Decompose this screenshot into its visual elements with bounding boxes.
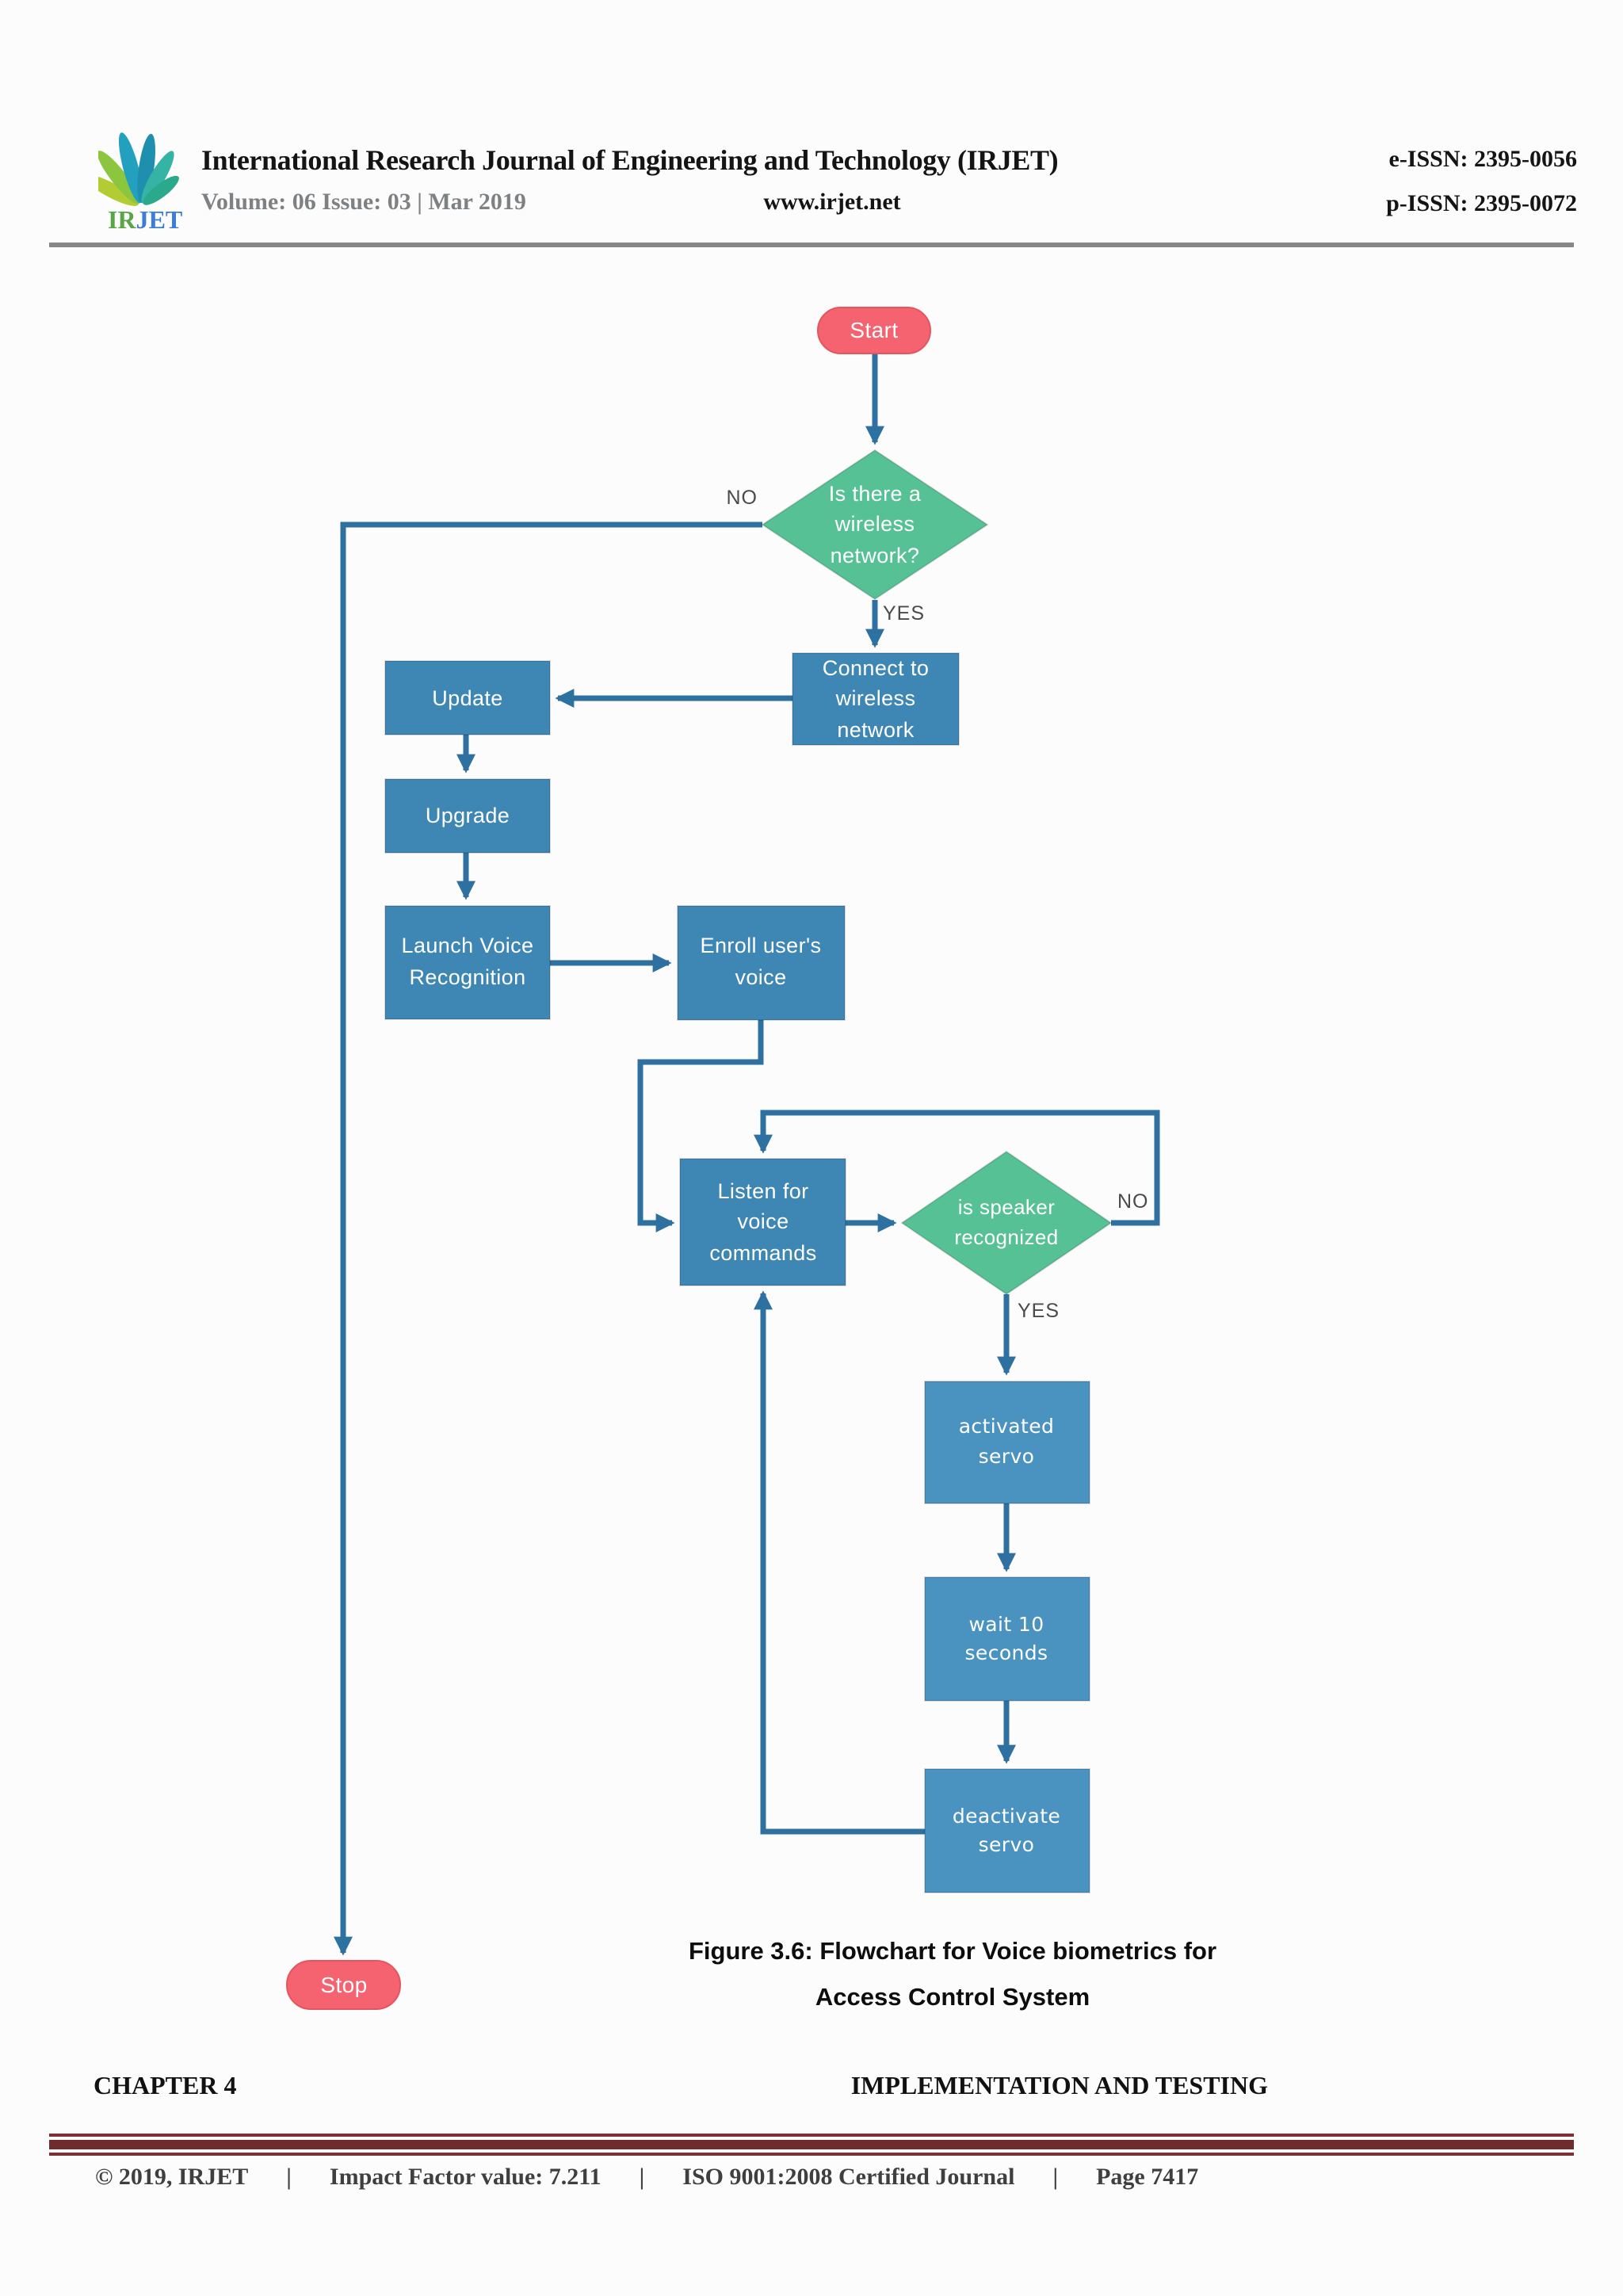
figure-caption: Figure 3.6: Flowchart for Voice biometri…	[477, 1931, 1428, 2022]
upgrade-node-shape	[384, 778, 551, 854]
volume-issue: Volume: 06 Issue: 03 | Mar 2019	[201, 190, 526, 216]
footer-copyright: © 2019, IRJET	[95, 2165, 249, 2191]
flowchart-edges	[334, 353, 1160, 1956]
listen-node-label: Listen for voice commands	[709, 1179, 817, 1265]
enroll-node-shape	[677, 905, 846, 1021]
listen-node-shape	[679, 1158, 846, 1286]
footer-separator: |	[286, 2165, 292, 2191]
edge-label-no-wireless: NO	[726, 487, 758, 509]
upgrade-node-label: Upgrade	[425, 803, 510, 827]
connect-node-label: Connect to wireless network	[822, 655, 930, 742]
section-heading: IMPLEMENTATION AND TESTING	[850, 2073, 1268, 2100]
e-issn: e-ISSN: 2395-0056	[1388, 147, 1578, 173]
header-divider	[49, 243, 1574, 247]
update-node-shape	[384, 660, 551, 735]
footer: © 2019, IRJET | Impact Factor value: 7.2…	[95, 2165, 1198, 2192]
deactivate-node-shape	[924, 1768, 1090, 1893]
wireless-check-label: Is there a wireless network?	[828, 481, 922, 567]
journal-website-link[interactable]: www.irjet.net	[763, 190, 901, 216]
logo-leaves	[98, 132, 179, 206]
logo-text: IRJET	[108, 205, 182, 234]
start-node-shape	[817, 307, 931, 354]
footer-separator: |	[1052, 2165, 1059, 2191]
activate-node-label: activated servo	[958, 1414, 1055, 1467]
figure-caption-line1: Figure 3.6: Flowchart for Voice biometri…	[688, 1939, 1217, 1966]
edge-enroll-to-listen	[637, 1020, 764, 1232]
footer-iso: ISO 9001:2008 Certified Journal	[682, 2165, 1015, 2191]
launch-node-shape	[384, 905, 551, 1020]
stop-node-shape	[286, 1960, 401, 2010]
start-node-label: Start	[850, 317, 899, 343]
edge-label-yes-speaker: YES	[1018, 1300, 1060, 1322]
irjet-logo: IRJET	[98, 132, 182, 234]
footer-separator: |	[639, 2165, 645, 2191]
speaker-check-diamond	[900, 1150, 1113, 1296]
connect-node-shape	[792, 652, 960, 746]
footer-page-number: Page 7417	[1096, 2165, 1199, 2191]
chapter-label: CHAPTER 4	[94, 2073, 237, 2100]
edge-wireless-no-to-stop	[334, 521, 762, 1956]
speaker-check-label: is speaker recognized	[954, 1194, 1059, 1248]
stop-node-label: Stop	[320, 1971, 368, 1997]
activate-node-shape	[924, 1381, 1090, 1504]
footer-impact-factor: Impact Factor value: 7.211	[329, 2165, 601, 2191]
edge-speaker-no-loop	[754, 1110, 1160, 1226]
figure-caption-line2: Access Control System	[815, 1984, 1090, 2011]
launch-node-label: Launch Voice Recognition	[401, 934, 534, 989]
deactivate-node-label: deactivate servo	[952, 1803, 1061, 1856]
wireless-check-diamond	[761, 449, 989, 601]
enroll-node-label: Enroll user's voice	[700, 934, 822, 989]
footer-rule	[49, 2134, 1574, 2156]
edge-label-yes-wireless: YES	[883, 602, 926, 625]
edge-deactivate-loop-to-listen	[754, 1290, 925, 1835]
wait-node-shape	[924, 1576, 1090, 1702]
edge-label-no-speaker: NO	[1117, 1190, 1149, 1213]
wait-node-label: wait 10 seconds	[964, 1611, 1048, 1664]
p-issn: p-ISSN: 2395-0072	[1386, 192, 1577, 217]
update-node-label: Update	[432, 686, 503, 710]
journal-title: International Research Journal of Engine…	[201, 144, 1059, 176]
